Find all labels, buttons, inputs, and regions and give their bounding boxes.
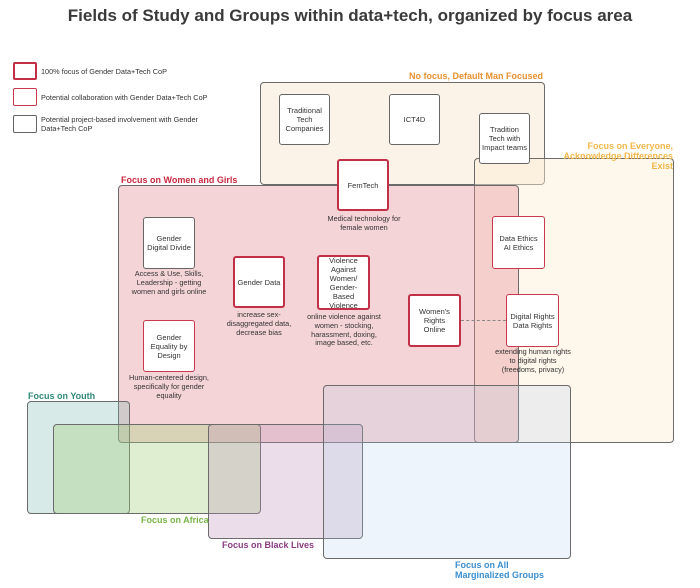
region-label-marginalized: Focus on All Marginalized Groups (455, 560, 545, 580)
region-black-lives (208, 424, 363, 539)
violence-description: online violence against women - stocking… (307, 312, 381, 348)
connector-dotted-line (461, 320, 506, 321)
region-label-youth: Focus on Youth (28, 391, 96, 401)
region-label-africa: Focus on Africa (141, 515, 209, 525)
region-label-everyone: Focus on Everyone, Acknowledge Differenc… (563, 141, 673, 171)
legend-label-project: Potential project-based involvement with… (41, 115, 198, 133)
region-youth (27, 401, 130, 514)
node-femtech: FemTech (337, 159, 389, 211)
node-tradition-tech-impact: Tradition Tech with Impact teams (479, 113, 530, 164)
node-gender-data: Gender Data (233, 256, 285, 308)
gender-data-description: increase sex-disaggregated data, decreas… (226, 310, 292, 337)
legend-label-100-focus: 100% focus of Gender Data+Tech CoP (41, 67, 167, 76)
legend-label-collaboration: Potential collaboration with Gender Data… (41, 93, 208, 102)
legend-swatch-100-focus (13, 62, 37, 80)
node-womens-rights-online: Women's Rights Online (408, 294, 461, 347)
node-gender-digital-divide: Gender Digital Divide (143, 217, 195, 269)
region-label-no-focus: No focus, Default Man Focused (408, 71, 543, 81)
digital-divide-description: Access & Use, Skills, Leadership - getti… (131, 269, 207, 296)
region-africa (53, 424, 261, 514)
region-label-black-lives: Focus on Black Lives (222, 540, 315, 550)
femtech-description: Medical technology for female women (327, 214, 401, 232)
legend-swatch-collaboration (13, 88, 37, 106)
node-violence-against-women: Violence Against Women/ Gender-Based Vio… (317, 255, 370, 310)
digital-rights-description: extending human rights to digital rights… (495, 347, 571, 374)
node-digital-rights: Digital Rights Data Rights (506, 294, 559, 347)
node-data-ethics: Data Ethics AI Ethics (492, 216, 545, 269)
region-marginalized (323, 385, 571, 559)
legend-swatch-project (13, 115, 37, 133)
node-gender-equality-design: Gender Equality by Design (143, 320, 195, 372)
node-ict4d: ICT4D (389, 94, 440, 145)
node-traditional-tech: Traditional Tech Companies (279, 94, 330, 145)
diagram-title: Fields of Study and Groups within data+t… (67, 6, 633, 25)
equality-design-description: Human-centered design, specifically for … (129, 373, 209, 400)
region-label-women-girls: Focus on Women and Girls (121, 175, 238, 185)
